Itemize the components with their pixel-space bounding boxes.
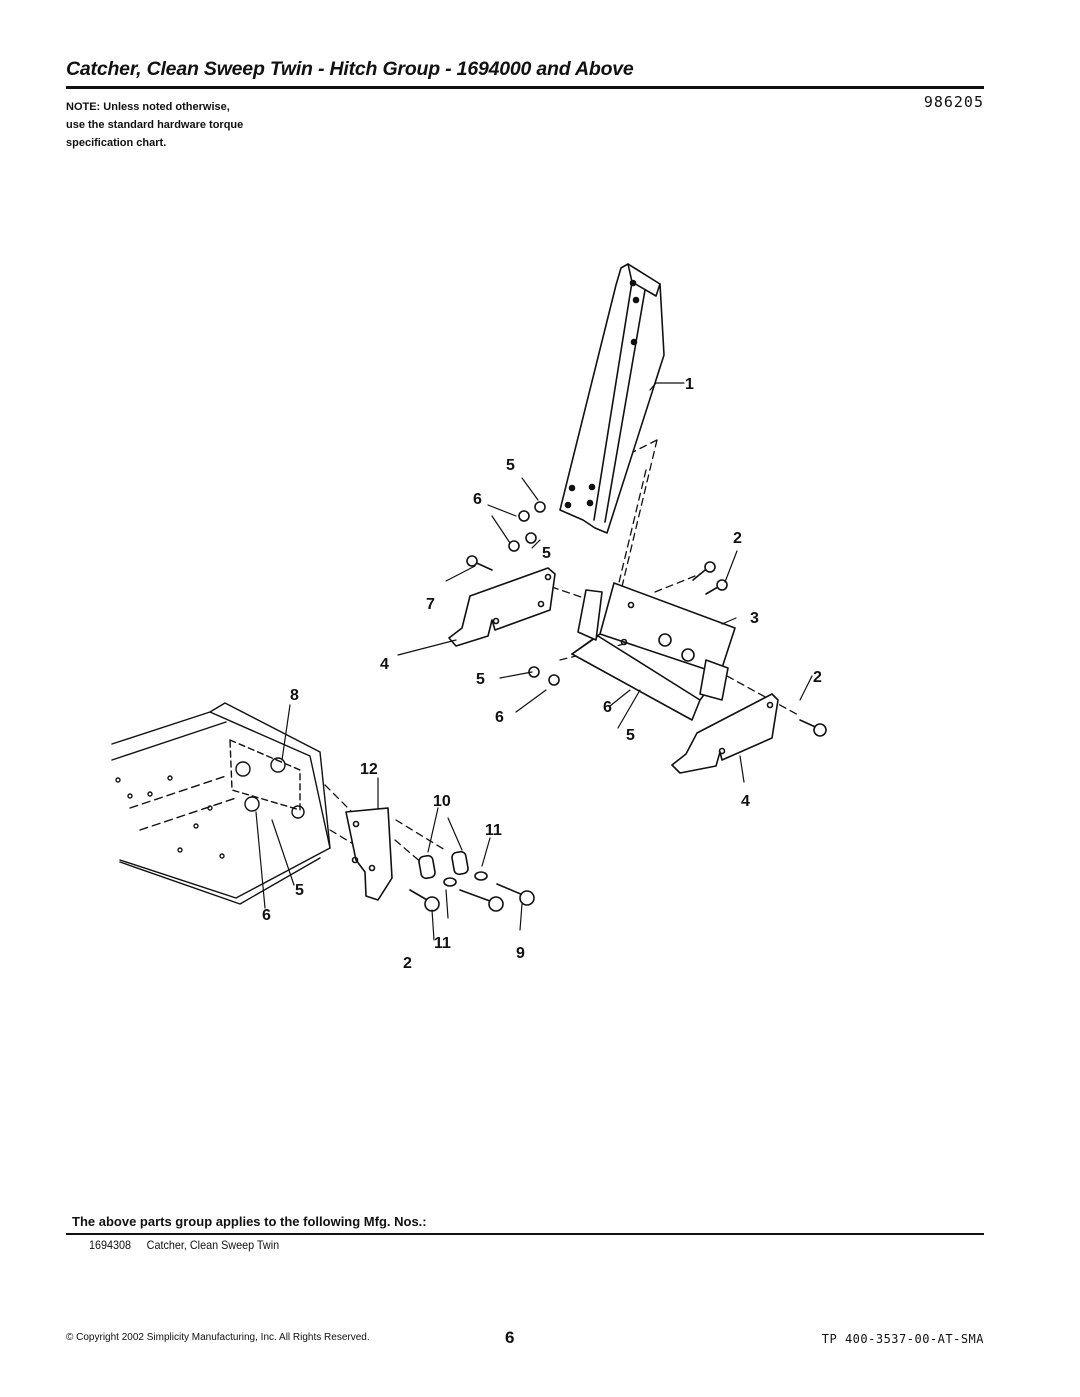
callout-part-6: 6 — [473, 491, 482, 508]
callout-part-2: 2 — [403, 955, 412, 972]
spacer-parts — [418, 850, 488, 887]
callout-part-12: 12 — [360, 761, 378, 778]
callout-part-11: 11 — [485, 822, 502, 839]
callout-part-6: 6 — [603, 699, 612, 716]
callout-part-3: 3 — [750, 610, 759, 627]
note-line: NOTE: Unless noted otherwise, — [66, 101, 230, 113]
callout-part-7: 7 — [426, 596, 435, 613]
note-line: use the standard hardware torque — [66, 119, 244, 131]
applies-heading: The above parts group applies to the fol… — [72, 1214, 427, 1229]
callout-part-5: 5 — [626, 727, 635, 744]
copyright-notice: © Copyright 2002 Simplicity Manufacturin… — [66, 1332, 370, 1343]
applies-rule — [66, 1233, 984, 1235]
page-title: Catcher, Clean Sweep Twin - Hitch Group … — [66, 58, 634, 80]
mfg-description: Catcher, Clean Sweep Twin — [146, 1238, 280, 1252]
callout-part-5: 5 — [506, 457, 515, 474]
callout-part-8: 8 — [290, 687, 299, 704]
hitch-plate-part — [345, 807, 393, 901]
hitch-arm-part — [559, 263, 665, 534]
callout-part-6: 6 — [495, 709, 504, 726]
callout-part-1: 1 — [685, 376, 694, 393]
callout-part-2: 2 — [733, 530, 742, 547]
mfg-number: 1694308 — [89, 1238, 132, 1252]
right-bracket-part — [671, 693, 779, 774]
mfg-number-row: 1694308 Catcher, Clean Sweep Twin — [89, 1238, 279, 1252]
callout-part-4: 4 — [380, 656, 389, 673]
bolt-parts — [409, 555, 827, 912]
document-id: TP 400-3537-00-AT-SMA — [821, 1332, 984, 1346]
callout-part-5: 5 — [542, 545, 551, 562]
left-bracket-part — [448, 567, 556, 647]
callout-part-5: 5 — [476, 671, 485, 688]
title-rule — [66, 86, 984, 89]
callout-part-10: 10 — [433, 793, 451, 810]
leader-lines — [255, 382, 813, 941]
note-line: specification chart. — [66, 137, 167, 149]
callout-part-6: 6 — [262, 907, 271, 924]
page-number: 6 — [505, 1328, 515, 1347]
callout-part-9: 9 — [516, 945, 525, 962]
deck-corner — [111, 702, 331, 905]
callout-part-2: 2 — [813, 669, 822, 686]
cross-plate-part — [571, 582, 736, 721]
figure-number: 986205 — [923, 93, 984, 111]
callout-part-5: 5 — [295, 882, 304, 899]
callout-part-11: 11 — [434, 935, 451, 952]
torque-note: NOTE: Unless noted otherwise, use the st… — [66, 98, 346, 152]
callout-part-4: 4 — [741, 793, 750, 810]
